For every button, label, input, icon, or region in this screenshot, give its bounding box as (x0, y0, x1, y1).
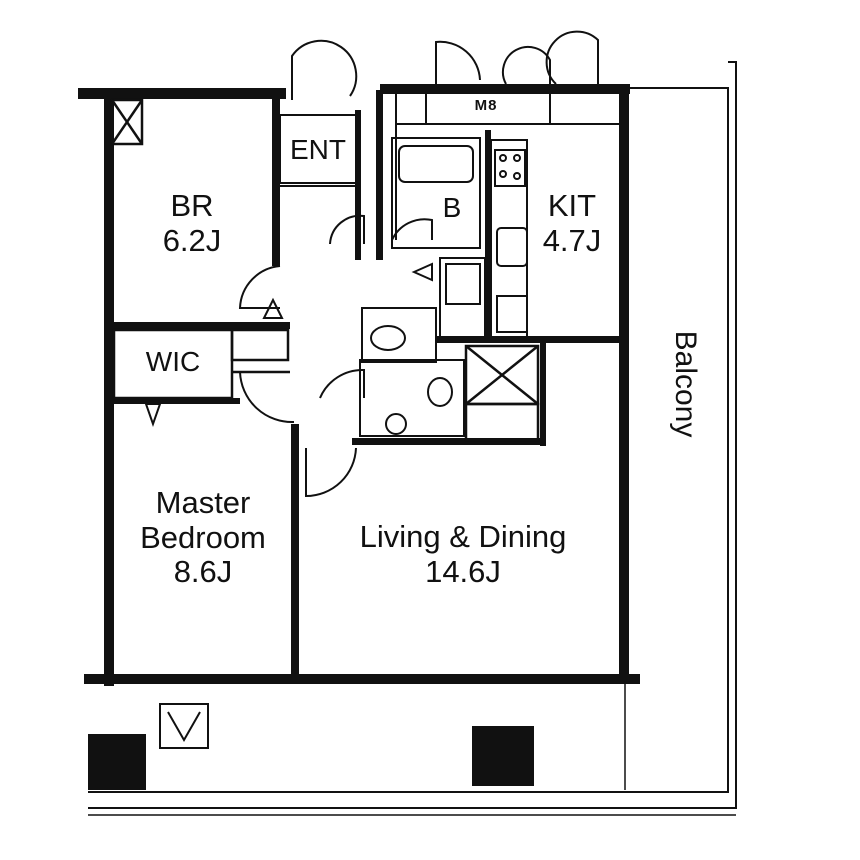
windows (150, 91, 627, 682)
bath-east-wall (540, 340, 546, 446)
storage-label: M8 (474, 97, 498, 114)
br-south-wall (110, 322, 290, 329)
wic-box (112, 328, 290, 400)
washroom (359, 257, 486, 437)
north-wall-left (78, 88, 286, 99)
sink-icon (496, 227, 528, 267)
br-name: BR (170, 188, 214, 223)
living-name: Living & Dining (359, 519, 567, 554)
master-area: 8.6J (173, 554, 233, 590)
master-east-wall (291, 424, 299, 678)
ent-wall (355, 110, 361, 260)
stove-icon (494, 149, 526, 187)
kit-area: 4.7J (542, 222, 602, 258)
entrance-label: ENT (290, 134, 346, 165)
interior-walls (110, 90, 620, 678)
core-west-wall (376, 90, 383, 260)
bath-label: B (442, 192, 462, 223)
basin-icon (370, 325, 406, 351)
balcony-railing (88, 61, 737, 816)
br-label: BR 6.2J (140, 188, 244, 258)
living-dining-label: Living & Dining 14.6J (320, 519, 606, 589)
kit-name: KIT (547, 188, 597, 223)
master-name-line2: Bedroom (140, 519, 266, 555)
kitchen-south-wall (436, 336, 620, 343)
storage-strip (395, 89, 621, 240)
west-wall (104, 88, 114, 686)
column-left (88, 734, 146, 790)
structural-columns (88, 726, 534, 790)
bath-south-wall (352, 438, 540, 445)
kitchen-counter (490, 139, 528, 339)
wic-south-wall (110, 398, 240, 404)
column-center (472, 726, 534, 786)
master-bedroom-label: Master Bedroom 8.6J (120, 485, 286, 590)
bathtub (391, 137, 481, 249)
duct-shafts (110, 98, 540, 442)
kit-label: KIT 4.7J (520, 188, 624, 258)
balcony-label: Balcony (669, 330, 702, 438)
misc-symbols (144, 262, 433, 749)
entrance-box (279, 114, 357, 187)
toilet-icon (427, 377, 453, 407)
br-east-wall (272, 96, 280, 266)
kitchen-divider (485, 130, 491, 340)
living-area: 14.6J (425, 553, 501, 589)
door-swings (238, 30, 599, 498)
br-area: 6.2J (162, 222, 222, 258)
wic-label: WIC (145, 346, 201, 377)
master-name-line1: Master (155, 485, 251, 520)
